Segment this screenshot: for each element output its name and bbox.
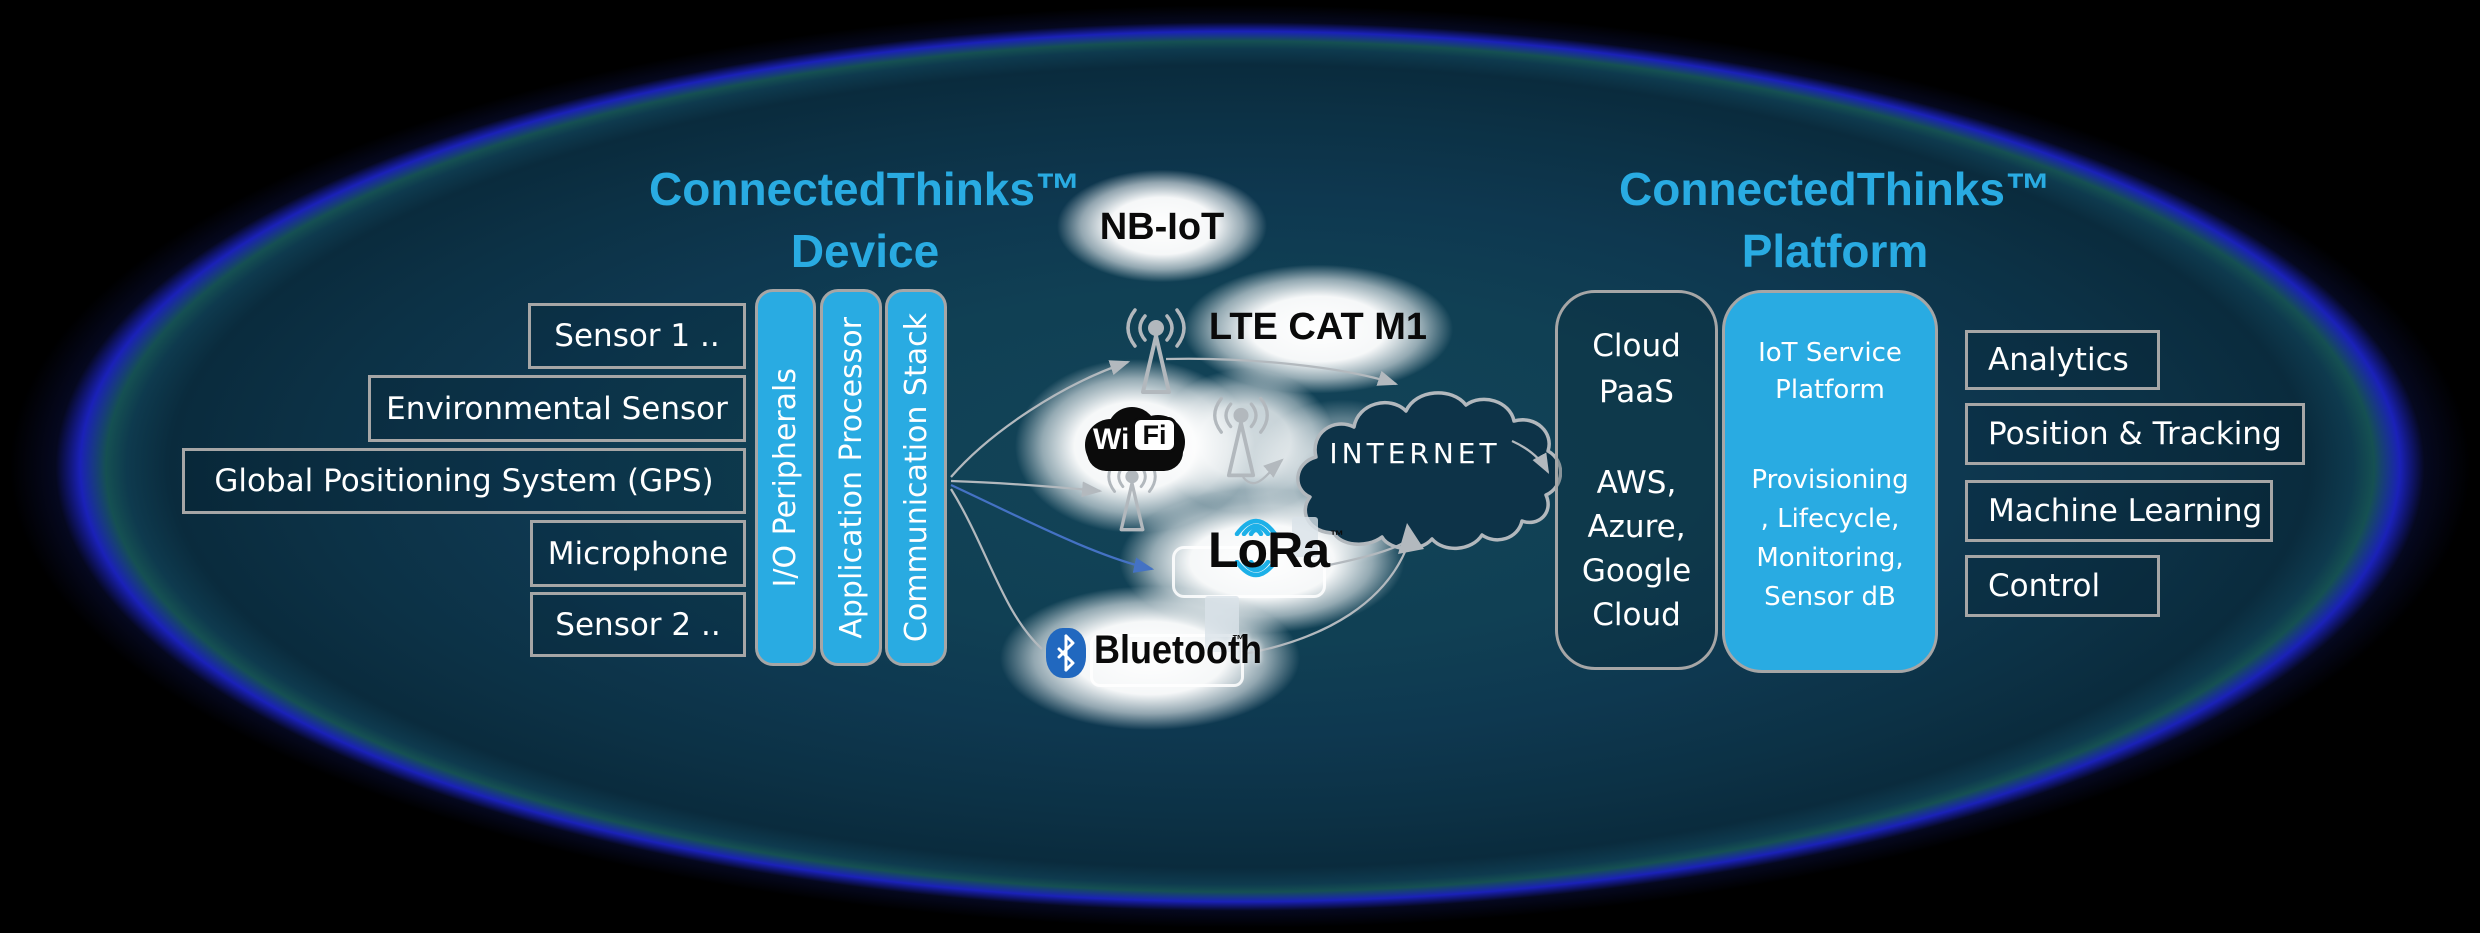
cloud-paas-line: Cloud [1592,328,1681,364]
cloud-provider: Cloud [1592,597,1681,633]
platform-title: ConnectedThinks™ Platform [1570,158,2100,282]
platform-title-line1: ConnectedThinks™ [1619,163,2051,215]
peripheral-box-sensor-2: Sensor 2 .. [530,592,746,657]
nbiot-label: NB-IoT [1099,206,1225,248]
iot-service-line: IoT Service [1758,338,1902,368]
wifi-fi-text: Fi [1132,417,1177,453]
peripheral-label: Global Positioning System (GPS) [214,463,714,499]
lora-arcs-down-icon [1234,560,1278,578]
iot-feature: Monitoring, [1756,543,1904,573]
cloud-entry-arrowhead [1398,523,1424,554]
peripheral-label: Sensor 1 .. [554,318,720,354]
bluetooth-logo-text: Bluetooth [1094,628,1262,672]
capability-label: Analytics [1988,342,2129,378]
iot-service-title: IoT Service Platform [1725,335,1935,409]
device-title: ConnectedThinks™ Device [600,158,1130,282]
stack-bar-label: Application Processor [833,316,869,639]
peripheral-box-environmental-sensor: Environmental Sensor [368,375,746,442]
iot-feature: , Lifecycle, [1760,504,1900,534]
cloud-outline-icon [1296,391,1562,551]
stack-bar-application-processor: Application Processor [820,289,882,666]
internet-label: INTERNET [1329,437,1501,470]
cell-antenna-icon [1107,460,1157,532]
stack-bar-label: I/O Peripherals [768,367,803,588]
iot-service-line: Platform [1775,375,1885,405]
cloud-provider: Google [1581,553,1692,589]
lora-logo-text: LoRa [1208,522,1330,578]
peripheral-box-sensor-1: Sensor 1 .. [528,303,746,369]
platform-title-line2: Platform [1741,225,1929,277]
iot-feature: Sensor dB [1764,582,1896,612]
bluetooth-badge-icon [1046,628,1086,678]
cell-antenna-icon [1213,396,1269,478]
stack-bar-communication-stack: Communication Stack [885,289,947,666]
bluetooth-trademark: ™ [1232,632,1245,647]
capability-box-control: Control [1965,555,2160,617]
peripheral-box-microphone: Microphone [530,520,746,587]
peripheral-label: Environmental Sensor [386,390,728,427]
lte-label: LTE CAT M1 [1208,306,1428,348]
bluetooth-rune-icon [1057,634,1075,672]
peripheral-label: Sensor 2 .. [555,606,721,643]
capability-label: Control [1988,568,2101,604]
iot-service-features: Provisioning , Lifecycle, Monitoring, Se… [1725,461,1935,617]
capability-box-analytics: Analytics [1965,330,2160,390]
capability-label: Position & Tracking [1988,416,2282,452]
capability-box-position-tracking: Position & Tracking [1965,403,2305,465]
device-title-line2: Device [790,225,940,277]
cloud-provider: AWS, [1596,465,1677,501]
wifi-logo-icon: Wi Fi [1085,407,1185,473]
peripheral-box-gps: Global Positioning System (GPS) [182,448,746,514]
cloud-paas-title: Cloud PaaS [1558,323,1715,415]
internet-cloud: INTERNET [1282,375,1562,570]
wifi-wi-text: Wi [1093,423,1130,456]
cloud-provider: Azure, [1587,509,1686,545]
iot-feature: Provisioning [1751,465,1909,495]
device-title-line1: ConnectedThinks™ [649,163,1081,215]
lora-arcs-up-icon [1234,518,1278,536]
iot-service-platform-box: IoT Service Platform Provisioning , Life… [1722,290,1938,673]
lora-trademark: ™ [1330,527,1344,543]
cloud-paas-box: Cloud PaaS AWS, Azure, Google Cloud [1555,290,1718,670]
lora-tag-tab [1292,517,1318,557]
bluetooth-tag-tab [1205,596,1239,652]
peripheral-label: Microphone [547,535,729,572]
stack-bar-io-peripherals: I/O Peripherals [755,289,816,666]
cell-antenna-icon [1126,308,1186,394]
capability-box-machine-learning: Machine Learning [1965,480,2273,542]
capability-label: Machine Learning [1988,493,2263,529]
stack-bar-label: Communication Stack [898,312,934,643]
cloud-paas-providers: AWS, Azure, Google Cloud [1558,461,1715,637]
cloud-paas-line: PaaS [1599,374,1674,410]
